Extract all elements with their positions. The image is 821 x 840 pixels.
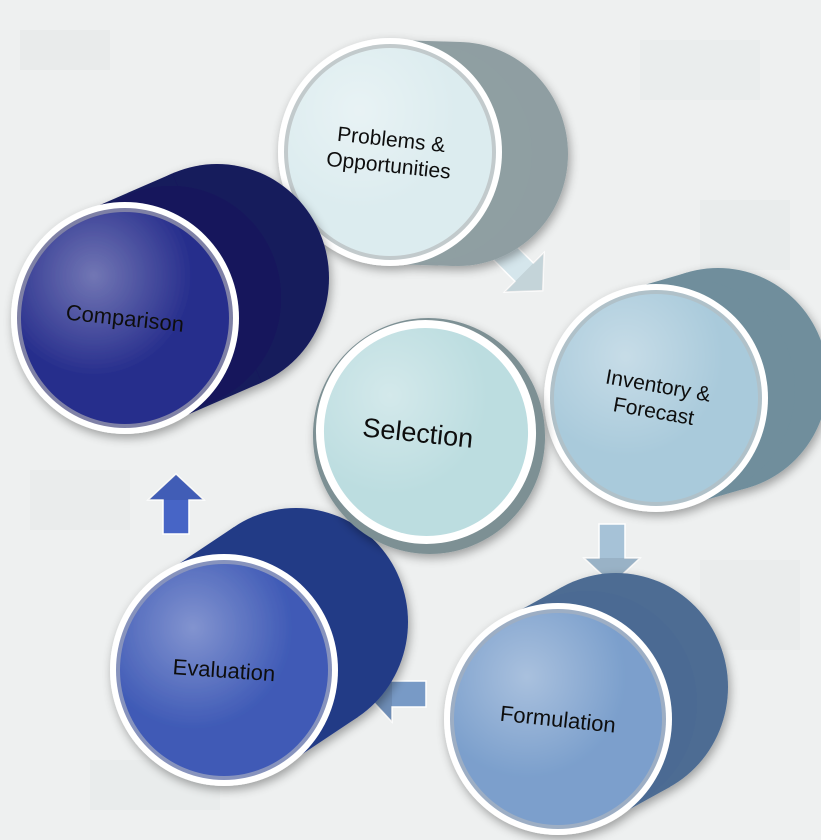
cycle-step-formulation: Formulation: [444, 573, 728, 835]
arrow-down-icon: [582, 523, 642, 586]
arrow-up-icon: [146, 472, 206, 535]
cylinder-face-sheen: [454, 613, 662, 825]
cylinder-face-sheen: [288, 48, 492, 256]
cylinder-face-sheen: [21, 212, 229, 424]
cycle-step-evaluation: Evaluation: [110, 508, 408, 786]
cycle-step-comparison: Comparison: [11, 164, 329, 434]
background-texture: [20, 30, 800, 810]
cylinder-face-sheen: [554, 294, 758, 502]
cycle-step-problems: Problems &Opportunities: [278, 38, 568, 266]
arrow-shape: [582, 523, 642, 586]
arrow-head-shade: [148, 474, 204, 500]
arrow-head-shade: [584, 558, 640, 584]
cylinder-face-sheen: [120, 564, 328, 776]
center-node: Selection: [312, 318, 546, 554]
arrow-shape: [146, 472, 206, 535]
cycle-step-inventory: Inventory &Forecast: [544, 268, 821, 512]
